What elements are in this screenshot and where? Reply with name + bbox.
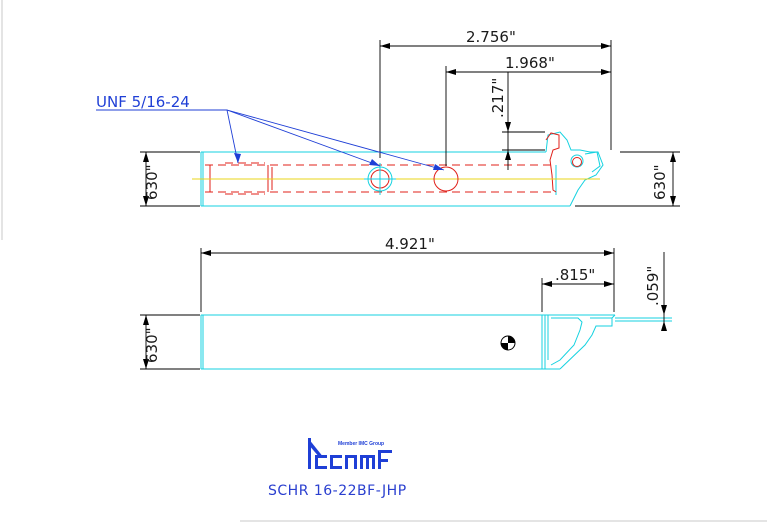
dim-label-2756: 2.756"	[466, 28, 516, 46]
dimension-height-side: 630"	[140, 314, 200, 370]
insert-head	[545, 132, 582, 193]
top-view: 2.756" 1.968" .217" 630"	[96, 28, 680, 207]
center-mark-symbol	[500, 335, 516, 351]
dimension-059: .059"	[644, 252, 667, 331]
logo-tagline: Member IMC Group	[338, 441, 384, 447]
dim-label-height-right: 630"	[651, 164, 669, 200]
dimension-1968: 1.968"	[445, 54, 611, 166]
logo-wordmark	[308, 438, 392, 469]
dimension-4921: 4.921"	[200, 235, 615, 312]
side-view: 4.921" .815" .059" 630"	[140, 235, 672, 370]
dim-label-1968: 1.968"	[505, 54, 555, 72]
thread-note: UNF 5/16-24	[96, 93, 190, 111]
part-number: SCHR 16-22BF-JHP	[268, 483, 407, 499]
dimension-height-top-left: 630"	[140, 151, 200, 207]
dimension-height-top-right: 630"	[575, 151, 680, 207]
dim-label-059: .059"	[644, 266, 662, 306]
dimension-815: .815"	[541, 266, 614, 312]
dim-label-217: .217"	[489, 78, 507, 118]
dim-label-height-left: 630"	[143, 164, 161, 200]
dim-label-4921: 4.921"	[385, 235, 435, 253]
dim-label-815: .815"	[555, 266, 595, 284]
iscar-logo: Member IMC Group	[308, 438, 392, 469]
dimension-2756: 2.756"	[379, 28, 612, 158]
holder-body-side	[200, 314, 672, 370]
dimension-217: .217"	[489, 72, 545, 170]
holder-body-top	[200, 131, 604, 207]
dim-label-height-side: 630"	[143, 327, 161, 363]
coolant-port-2	[433, 166, 459, 192]
thread-callout: UNF 5/16-24	[96, 93, 445, 171]
